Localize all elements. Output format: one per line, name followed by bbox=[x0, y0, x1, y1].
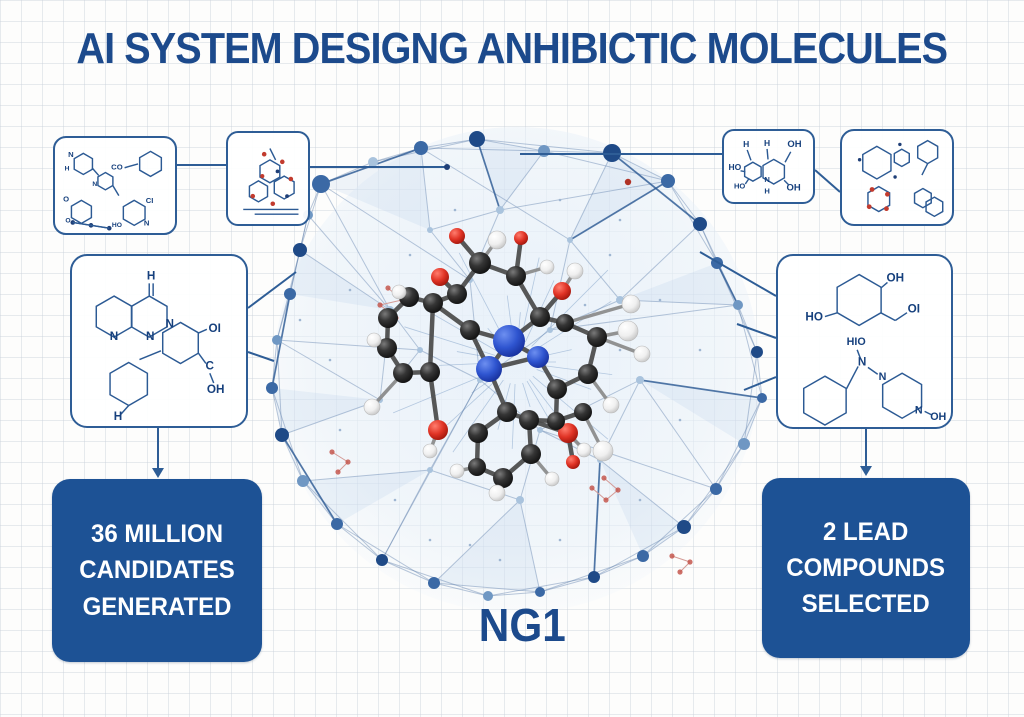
svg-text:N: N bbox=[68, 150, 74, 159]
result-line: COMPOUNDS bbox=[786, 553, 946, 582]
lead-structure-box: OH OI HO N HIO N N OH bbox=[776, 254, 953, 429]
svg-text:H: H bbox=[764, 138, 770, 148]
svg-text:N: N bbox=[110, 330, 118, 343]
input-structures-box-2 bbox=[226, 131, 310, 226]
svg-text:HO: HO bbox=[729, 162, 742, 172]
lead-compounds-box: 2 LEAD COMPOUNDS SELECTED bbox=[762, 478, 970, 658]
svg-text:HO: HO bbox=[734, 182, 745, 191]
result-line: SELECTED bbox=[801, 590, 931, 619]
molecule-name-label: NG1 bbox=[478, 599, 566, 651]
network-faces bbox=[272, 139, 762, 592]
svg-text:HIO: HIO bbox=[847, 336, 866, 348]
candidates-generated-box: 36 MILLION CANDIDATES GENERATED bbox=[52, 479, 262, 662]
svg-text:OI: OI bbox=[209, 322, 221, 335]
svg-text:OH: OH bbox=[786, 183, 800, 194]
chemical-sketch-output-2 bbox=[857, 139, 944, 218]
svg-text:OH: OH bbox=[886, 271, 904, 284]
svg-text:N: N bbox=[858, 355, 866, 368]
svg-text:C: C bbox=[206, 359, 215, 372]
chemical-sketch-input-2 bbox=[243, 148, 299, 215]
result-line: 2 LEAD bbox=[823, 517, 909, 546]
result-line: CANDIDATES bbox=[79, 556, 235, 585]
svg-text:H: H bbox=[743, 139, 749, 149]
svg-text:N: N bbox=[915, 404, 923, 416]
result-line: GENERATED bbox=[82, 592, 232, 621]
network-sphere-backdrop bbox=[274, 127, 760, 613]
svg-text:CI: CI bbox=[146, 196, 154, 205]
chemical-sketch-lead: OH OI HO N HIO N N OH bbox=[802, 271, 947, 426]
svg-text:OH: OH bbox=[930, 411, 946, 423]
svg-text:HO: HO bbox=[805, 310, 823, 323]
svg-text:N: N bbox=[92, 181, 97, 188]
svg-text:H: H bbox=[114, 410, 122, 423]
svg-text:N: N bbox=[879, 371, 887, 383]
svg-text:N: N bbox=[166, 317, 174, 330]
result-line: 36 MILLION bbox=[90, 520, 223, 549]
page-title: AI SYSTEM DESIGNG ANHIBICTIC MOLECULES bbox=[76, 24, 949, 73]
svg-text:OH: OH bbox=[207, 383, 225, 396]
svg-text:N: N bbox=[764, 175, 769, 184]
svg-text:OI: OI bbox=[908, 303, 920, 316]
svg-text:H: H bbox=[764, 186, 769, 195]
connector-lines bbox=[152, 153, 872, 478]
svg-text:N: N bbox=[144, 218, 150, 227]
svg-text:CO: CO bbox=[111, 163, 123, 172]
output-structures-box-2 bbox=[840, 129, 954, 226]
svg-text:OH: OH bbox=[787, 139, 801, 150]
svg-text:O: O bbox=[63, 194, 69, 203]
svg-text:H: H bbox=[147, 269, 155, 282]
svg-text:HO: HO bbox=[112, 222, 122, 229]
network-edges bbox=[271, 138, 763, 597]
svg-text:O: O bbox=[65, 217, 70, 224]
svg-text:H: H bbox=[65, 166, 70, 173]
svg-text:N: N bbox=[146, 330, 154, 343]
molecule-3d-model bbox=[363, 228, 651, 502]
pink-clusters bbox=[329, 178, 693, 575]
